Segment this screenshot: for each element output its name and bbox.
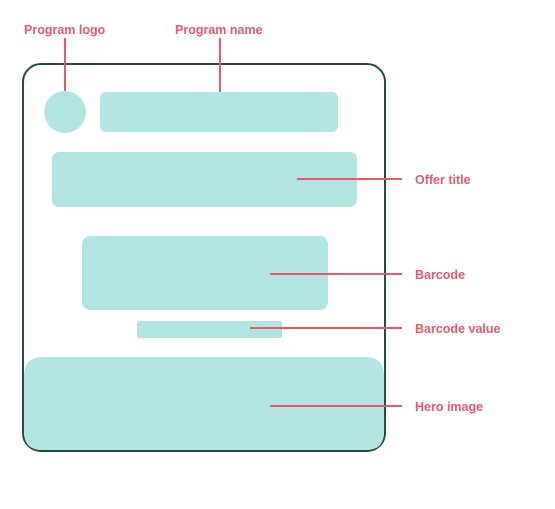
hero-image-label: Hero image xyxy=(415,400,483,414)
program-logo-placeholder xyxy=(44,91,86,133)
program-name-placeholder xyxy=(100,92,338,132)
barcode-value-placeholder xyxy=(137,321,282,338)
program-logo-label: Program logo xyxy=(24,23,106,37)
program-name-label: Program name xyxy=(175,23,263,37)
offer-title-label: Offer title xyxy=(415,173,471,187)
barcode-label: Barcode xyxy=(415,268,465,282)
hero-image-placeholder xyxy=(24,357,384,450)
barcode-value-label: Barcode value xyxy=(415,322,501,336)
offer-title-placeholder xyxy=(52,152,357,207)
barcode-placeholder xyxy=(82,236,328,310)
